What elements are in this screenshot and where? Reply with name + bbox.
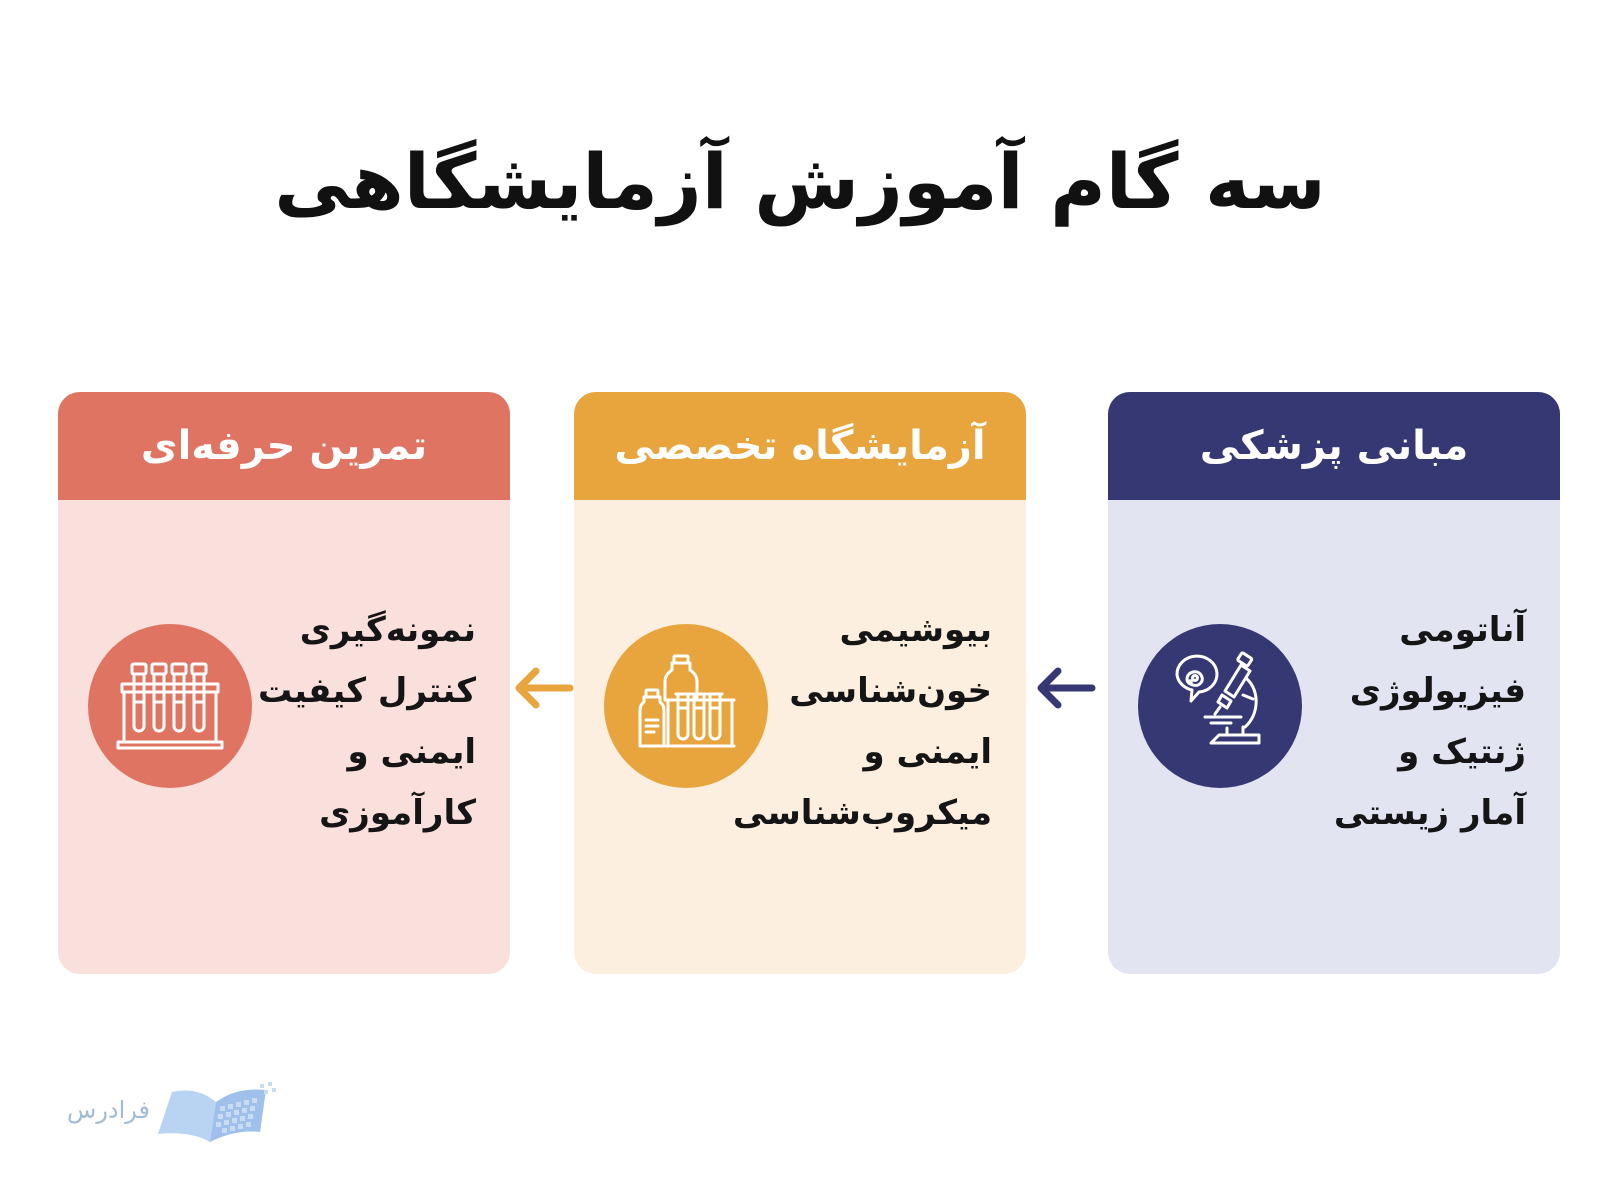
logo: فرادرس [54,1078,294,1148]
card-professional-practice: تمرین حرفه‌ای [58,392,510,974]
card-body-basic-medicine: آناتومی فیزیولوژی ژنتیک و آمار زیستی [1108,500,1560,974]
list-item: خون‌شناسی [789,671,992,711]
list-item: آمار زیستی [1333,793,1526,833]
list-item: آناتومی [1399,610,1526,650]
list-item: میکروب‌شناسی [732,793,992,833]
item-list-specialized-lab: بیوشیمی خون‌شناسی ایمنی و میکروب‌شناسی [733,600,992,844]
lab-bottles-test-tubes-icon [604,624,768,788]
card-header-professional-practice: تمرین حرفه‌ای [58,392,510,500]
card-specialized-lab: آزمایشگاه تخصصی [574,392,1026,974]
test-tube-rack-icon [88,624,252,788]
item-list-professional-practice: نمونه‌گیری کنترل کیفیت ایمنی و کارآموزی [258,600,476,844]
list-item: کارآموزی [319,793,476,833]
list-item: ایمنی و [863,732,992,772]
list-item: نمونه‌گیری [299,610,476,650]
list-item: بیوشیمی [839,610,992,650]
card-header-basic-medicine: مبانی پزشکی [1108,392,1560,500]
list-item: ایمنی و [347,732,476,772]
card-body-professional-practice: نمونه‌گیری کنترل کیفیت ایمنی و کارآموزی [58,500,510,974]
list-item: فیزیولوژی [1349,671,1526,711]
microscope-icon [1138,624,1302,788]
item-list-basic-medicine: آناتومی فیزیولوژی ژنتیک و آمار زیستی [1334,600,1526,844]
card-body-specialized-lab: بیوشیمی خون‌شناسی ایمنی و میکروب‌شناسی [574,500,1026,974]
arrow-left-icon [515,667,574,709]
logo-text: فرادرس [67,1096,150,1124]
book-logo-icon [158,1082,276,1142]
card-basic-medicine: مبانی پزشکی [1108,392,1560,974]
list-item: کنترل کیفیت [257,671,476,711]
page-title: سه گام آموزش آزمایشگاهی [274,137,1326,226]
card-header-specialized-lab: آزمایشگاه تخصصی [574,392,1026,500]
arrow-left-icon [1037,667,1096,709]
list-item: ژنتیک و [1398,732,1526,772]
